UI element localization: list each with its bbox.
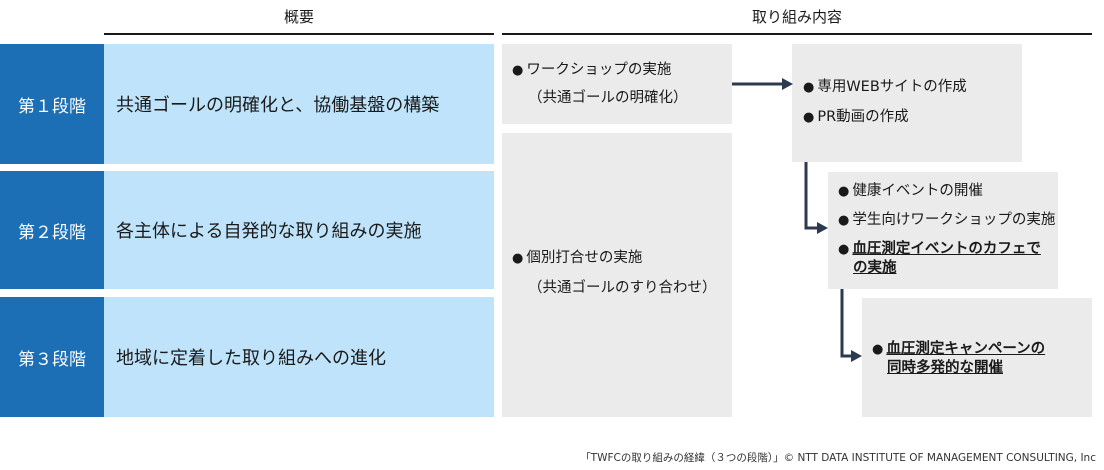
copyright-footer: 「TWFCの取り組みの経緯（３つの段階）」© NTT DATA INSTITUT… [580, 452, 1096, 464]
arrow-events-to-campaign [840, 289, 854, 358]
overview-header: 概要 [283, 8, 314, 26]
overview-header-rule [104, 33, 494, 35]
item-text: 学生向けワークショップの実施 [852, 212, 1056, 228]
events-item-3: ●血圧測定イベントのカフェで [838, 240, 1041, 258]
events-item-3-cont: の実施 [853, 260, 897, 276]
bullet-icon: ● [838, 242, 850, 257]
stage-3-description: 地域に定着した取り組みへの進化 [104, 297, 494, 417]
arrowhead-icon [782, 78, 793, 90]
arrow-web-to-events [804, 162, 820, 230]
arrowhead-icon [817, 222, 828, 234]
stage-3-label: 第３段階 [0, 297, 104, 417]
workshop-title: ワークショップの実施 [526, 62, 672, 78]
item-text: 専用WEBサイトの作成 [817, 79, 967, 95]
workshop-item: ●ワークショップの実施 [512, 61, 671, 79]
meeting-box [502, 133, 732, 417]
stage-1-description: 共通ゴールの明確化と、協働基盤の構築 [104, 44, 494, 164]
item-text: PR動画の作成 [817, 109, 909, 125]
web-pr-box [792, 44, 1022, 162]
events-item-2: ●学生向けワークショップの実施 [838, 211, 1055, 229]
events-item-1: ●健康イベントの開催 [838, 182, 983, 200]
web-pr-item-2: ●PR動画の作成 [803, 108, 909, 126]
item-text: 健康イベントの開催 [852, 183, 983, 199]
workshop-subtitle: （共通ゴールの明確化） [528, 90, 688, 106]
campaign-box [862, 298, 1092, 417]
bullet-icon: ● [512, 63, 524, 78]
stage-2-label: 第２段階 [0, 171, 104, 289]
meeting-title: 個別打合せの実施 [526, 250, 643, 266]
meeting-item: ●個別打合せの実施 [512, 249, 642, 267]
events-box [828, 172, 1058, 289]
content-header-rule [502, 33, 1092, 35]
stage-2-description: 各主体による自発的な取り組みの実施 [104, 171, 494, 289]
workshop-box [502, 44, 732, 124]
arrowhead-icon [851, 350, 862, 362]
bullet-icon: ● [838, 184, 850, 199]
content-header: 取り組み内容 [751, 8, 842, 26]
web-pr-item-1: ●専用WEBサイトの作成 [803, 78, 967, 96]
bullet-icon: ● [838, 213, 850, 228]
bullet-icon: ● [512, 251, 524, 266]
item-text: 血圧測定イベントのカフェで [852, 241, 1041, 257]
item-text: 血圧測定キャンペーンの [886, 341, 1046, 357]
stage-1-label: 第１段階 [0, 44, 104, 164]
campaign-item: ●血圧測定キャンペーンの [872, 340, 1045, 358]
bullet-icon: ● [803, 110, 815, 125]
campaign-item-cont: 同時多発的な開催 [887, 360, 1003, 376]
bullet-icon: ● [872, 342, 884, 357]
meeting-subtitle: （共通ゴールのすり合わせ） [528, 280, 717, 296]
bullet-icon: ● [803, 80, 815, 95]
